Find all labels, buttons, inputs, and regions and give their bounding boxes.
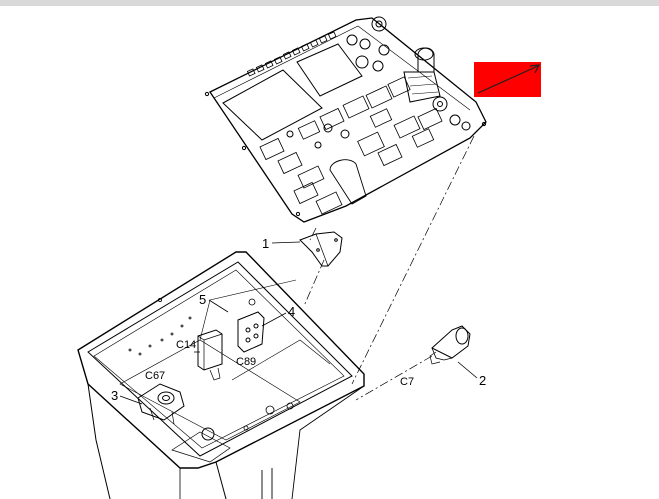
arrow-up-right-icon <box>477 64 541 94</box>
switch-part-2 <box>429 325 471 365</box>
callout-2: 2 <box>479 373 486 388</box>
leader-line-2 <box>457 361 478 379</box>
bracket-part-1 <box>299 231 343 267</box>
projection-line-switch <box>355 355 433 401</box>
projection-line-bracket <box>303 259 325 307</box>
callout-1: 1 <box>262 236 269 251</box>
connector-label-c14: C14 <box>176 339 196 351</box>
projection-line-bracket-top <box>309 227 317 241</box>
connector-label-c67: C67 <box>145 370 165 382</box>
console-housing <box>77 251 365 499</box>
connector-label-c89: C89 <box>236 356 256 368</box>
joystick <box>403 47 441 103</box>
projection-line-panel <box>351 135 475 385</box>
leader-line-1 <box>271 241 301 244</box>
callout-3: 3 <box>111 388 118 403</box>
leader-line-5 <box>208 299 229 313</box>
connector-c14-module <box>197 329 223 381</box>
connector-c67-module <box>137 383 185 425</box>
leader-line-4 <box>261 312 287 327</box>
callout-5: 5 <box>199 292 206 307</box>
top-toolbar-strip <box>0 0 659 6</box>
control-panel <box>204 16 487 223</box>
zoom-link-button[interactable] <box>474 62 541 97</box>
connector-label-c7: C7 <box>400 376 414 388</box>
connector-c89-module <box>237 311 265 353</box>
callout-4: 4 <box>288 304 295 319</box>
leader-line-3 <box>119 395 143 405</box>
